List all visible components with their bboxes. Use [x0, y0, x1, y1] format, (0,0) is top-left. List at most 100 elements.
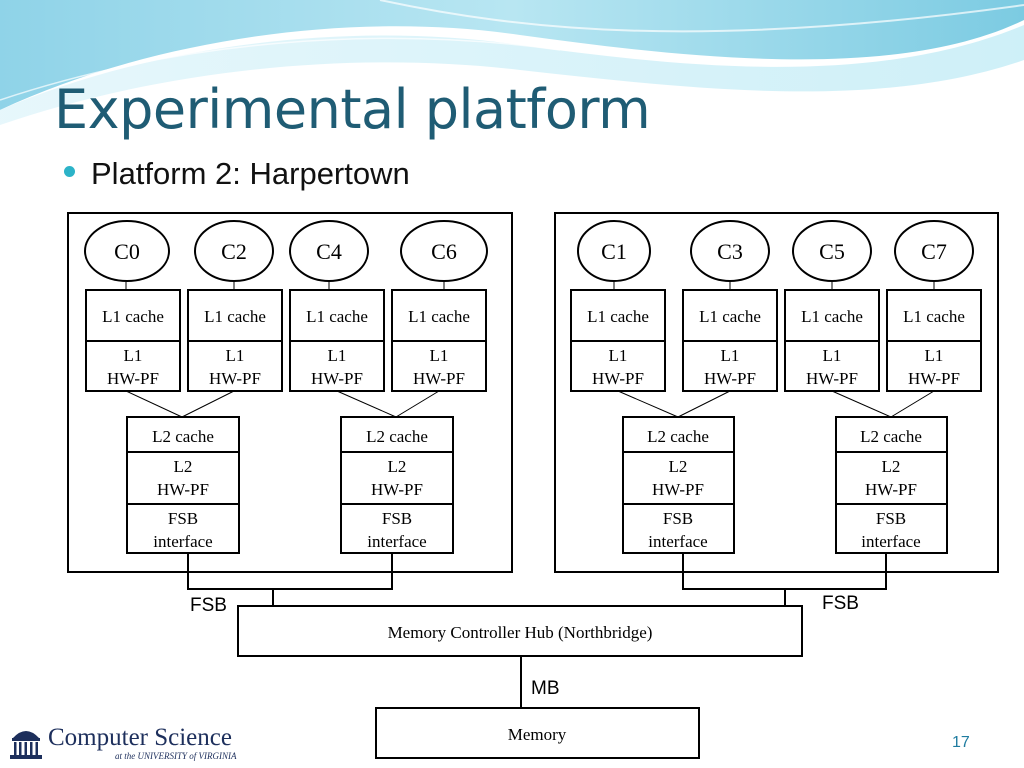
fsb-interface-line2: interface — [861, 532, 920, 551]
package-right-border — [554, 212, 999, 573]
l2-pf-line2: HW-PF — [157, 480, 209, 499]
core-c0: C0 — [84, 220, 170, 282]
fsb-interface-line2: interface — [153, 532, 212, 551]
l1-pf-line1: L1 — [721, 346, 740, 365]
core-ellipse — [894, 220, 974, 282]
mch-label: Memory Controller Hub (Northbridge) — [388, 623, 653, 642]
core-label: C5 — [819, 239, 845, 264]
fsb-label-right: FSB — [822, 593, 859, 614]
core-ellipse — [400, 220, 488, 282]
bullet-dot-icon — [64, 165, 75, 177]
l1-pf-line1: L1 — [430, 346, 449, 365]
fsb-interface-line1: FSB — [663, 509, 693, 528]
fsb-wiring-left — [187, 553, 393, 606]
l1-block: L1 cache L1 HW-PF — [85, 289, 181, 392]
l1-cache-label: L1 cache — [204, 307, 266, 326]
logo-main-text: Computer Science — [48, 724, 232, 751]
l1-cache-label: L1 cache — [306, 307, 368, 326]
l1-pf-line2: HW-PF — [311, 369, 363, 388]
l2-pf-line1: L2 — [174, 457, 193, 476]
fsb-interface-line2: interface — [367, 532, 426, 551]
header-wave-decoration — [0, 0, 1024, 125]
l1-block: L1 cache L1 HW-PF — [187, 289, 283, 392]
l1-cache-label: L1 cache — [801, 307, 863, 326]
l1-pf-line1: L1 — [823, 346, 842, 365]
l2-cache-label: L2 cache — [152, 427, 214, 446]
mb-label: MB — [531, 678, 560, 699]
l1-pf-line2: HW-PF — [592, 369, 644, 388]
l1-block: L1 cache L1 HW-PF — [784, 289, 880, 392]
l1-pf-line1: L1 — [124, 346, 143, 365]
bullet-text: Platform 2: Harpertown — [91, 156, 410, 191]
core-c1: C1 — [577, 220, 651, 282]
l2-block: L2 cache L2 HW-PF FSB interface — [622, 416, 735, 554]
l1-cache-label: L1 cache — [102, 307, 164, 326]
l2-pf-line1: L2 — [882, 457, 901, 476]
l2-cache-label: L2 cache — [366, 427, 428, 446]
fsb-interface-line1: FSB — [168, 509, 198, 528]
l1-block: L1 cache L1 HW-PF — [570, 289, 666, 392]
l1-pf-line2: HW-PF — [107, 369, 159, 388]
core-label: C2 — [221, 239, 247, 264]
l1-pf-line1: L1 — [328, 346, 347, 365]
l1-pf-line2: HW-PF — [209, 369, 261, 388]
l1-cache-label: L1 cache — [408, 307, 470, 326]
l1-pf-line2: HW-PF — [413, 369, 465, 388]
l2-pf-line1: L2 — [669, 457, 688, 476]
l1-cache-label: L1 cache — [587, 307, 649, 326]
l2-cache-label: L2 cache — [860, 427, 922, 446]
l1-pf-line1: L1 — [226, 346, 245, 365]
l1-block: L1 cache L1 HW-PF — [682, 289, 778, 392]
core-c2: C2 — [194, 220, 274, 282]
memory-block: Memory — [375, 707, 700, 759]
l2-pf-line2: HW-PF — [371, 480, 423, 499]
core-ellipse — [84, 220, 170, 282]
l2-pf-line1: L2 — [388, 457, 407, 476]
l2-cache-label: L2 cache — [647, 427, 709, 446]
slide-title: Experimental platform — [54, 78, 651, 141]
rotunda-icon — [10, 731, 42, 759]
bullet-item: Platform 2: Harpertown — [64, 156, 410, 192]
l2-block: L2 cache L2 HW-PF FSB interface — [126, 416, 240, 554]
l1-block: L1 cache L1 HW-PF — [391, 289, 487, 392]
core-ellipse — [792, 220, 872, 282]
core-c6: C6 — [400, 220, 488, 282]
logo-sub-text: at the UNIVERSITY of VIRGINIA — [115, 751, 237, 761]
core-label: C1 — [601, 239, 627, 264]
package-left: C0 C2 C4 C6 L1 cache L1 HW-PF L1 cache L… — [67, 212, 513, 573]
l2-pf-line2: HW-PF — [865, 480, 917, 499]
l1-pf-line2: HW-PF — [908, 369, 960, 388]
core-label: C6 — [431, 239, 457, 264]
core-c3: C3 — [690, 220, 770, 282]
l1-pf-line1: L1 — [925, 346, 944, 365]
core-ellipse — [289, 220, 369, 282]
core-ellipse — [577, 220, 651, 282]
l1-pf-line1: L1 — [609, 346, 628, 365]
fsb-interface-line1: FSB — [876, 509, 906, 528]
l2-block: L2 cache L2 HW-PF FSB interface — [340, 416, 454, 554]
l1-pf-line2: HW-PF — [704, 369, 756, 388]
l1-pf-line2: HW-PF — [806, 369, 858, 388]
l2-pf-line2: HW-PF — [652, 480, 704, 499]
core-ellipse — [690, 220, 770, 282]
fsb-wiring-right — [682, 553, 887, 606]
memory-label: Memory — [508, 725, 567, 744]
fsb-interface-line1: FSB — [382, 509, 412, 528]
core-ellipse — [194, 220, 274, 282]
l2-block: L2 cache L2 HW-PF FSB interface — [835, 416, 948, 554]
core-c5: C5 — [792, 220, 872, 282]
l1-block: L1 cache L1 HW-PF — [289, 289, 385, 392]
fsb-label-left: FSB — [190, 595, 227, 616]
l1-block: L1 cache L1 HW-PF — [886, 289, 982, 392]
page-number: 17 — [952, 734, 970, 751]
footer-logo: Computer Science at the UNIVERSITY of VI… — [10, 720, 250, 764]
core-label: C4 — [316, 239, 342, 264]
core-label: C3 — [717, 239, 743, 264]
memory-controller-hub: Memory Controller Hub (Northbridge) — [237, 605, 803, 657]
fsb-interface-line2: interface — [648, 532, 707, 551]
l1-cache-label: L1 cache — [699, 307, 761, 326]
core-label: C7 — [921, 239, 947, 264]
package-right: C1 C3 C5 C7 L1 cache L1 HW-PF L1 cache L… — [554, 212, 999, 573]
core-c7: C7 — [894, 220, 974, 282]
